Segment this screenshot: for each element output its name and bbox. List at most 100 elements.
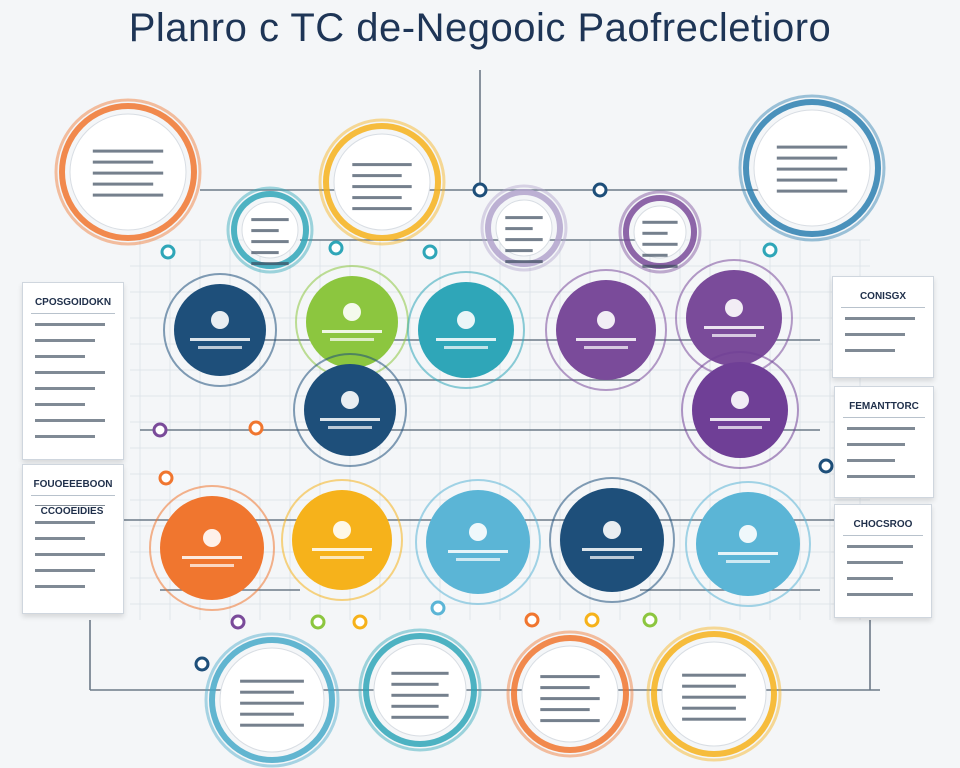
panel-text-line (35, 521, 95, 524)
right-panel-top-heading: CONISGX (841, 287, 925, 308)
note-small-lavender-text-line (505, 260, 543, 264)
right-panel-mid: FEMANTTORC (834, 386, 934, 498)
node-teal-1-outer-ring (407, 271, 525, 389)
connector-dot (248, 420, 264, 436)
node-teal-1-label-line (436, 338, 496, 341)
note-yellow-text-line (352, 196, 402, 200)
node-orange-icon (203, 529, 221, 547)
panel-text-line (845, 349, 895, 352)
node-navy-1-label-line (190, 338, 250, 341)
note-bottom-3-card (521, 645, 619, 743)
node-navy-3 (560, 488, 664, 592)
note-small-lavender-text-line (505, 238, 543, 242)
note-bottom-1-text-line (240, 690, 294, 694)
right-panel-bottom-heading: CHOCSROO (843, 515, 923, 536)
panel-text-line (845, 333, 905, 336)
node-sky-2-icon (739, 525, 757, 543)
note-yellow-text-line (352, 163, 412, 167)
note-yellow-text-line (352, 207, 412, 211)
connector-dot (230, 614, 246, 630)
left-panel-bottom-heading: FOUOEEEBOON (31, 475, 115, 496)
note-bottom-4-text-line (682, 717, 746, 721)
note-yellow-ring (323, 123, 441, 241)
node-yellow-label-line (320, 556, 364, 559)
node-green-label-line (330, 338, 374, 341)
note-orange-text-line (92, 160, 154, 164)
node-orange (160, 496, 264, 600)
node-purple-2-label-line (712, 334, 756, 337)
node-purple-1-label-line (576, 338, 636, 341)
note-small-teal-ring (226, 186, 314, 274)
left-panel-inner-label: CCOOEIDIES (30, 506, 114, 517)
node-yellow-icon (333, 521, 351, 539)
node-green (306, 276, 398, 368)
panel-text-line (35, 355, 85, 358)
note-small-teal-text-line (251, 240, 289, 244)
node-purple-3-label-line (718, 426, 762, 429)
note-bottom-2-card (373, 643, 467, 737)
note-small-lavender-text-line (505, 249, 533, 253)
connector-dot (592, 182, 608, 198)
note-bottom-3-text-line (540, 675, 600, 679)
right-panel-top: CONISGX (832, 276, 934, 378)
node-purple-3 (692, 362, 788, 458)
panel-text-line (35, 387, 95, 390)
node-purple-2-icon (725, 299, 743, 317)
panel-text-line (35, 585, 85, 588)
panel-text-line (847, 593, 913, 596)
note-small-purple-ring (618, 190, 702, 274)
note-bottom-4-text-line (682, 684, 736, 688)
panel-text-line (35, 339, 95, 342)
connector-dot (524, 612, 540, 628)
note-blue-text-line (776, 189, 848, 193)
note-blue-text-line (776, 178, 838, 182)
note-orange-text-line (92, 149, 164, 153)
node-sky-2-outer-ring (685, 481, 811, 607)
panel-text-line (35, 569, 95, 572)
note-bottom-1-card (219, 647, 325, 753)
node-navy-1 (174, 284, 266, 376)
note-bottom-3-ring (511, 635, 629, 753)
node-purple-2-label-line (704, 326, 764, 329)
node-yellow (292, 490, 392, 590)
note-yellow-text-line (352, 185, 412, 189)
note-bottom-3-text-line (540, 686, 590, 690)
note-small-purple-text-line (642, 231, 668, 235)
note-bottom-2-ring (358, 628, 482, 752)
node-yellow-label-line (312, 548, 372, 551)
connector-dot (328, 240, 344, 256)
note-bottom-1-ring (204, 632, 340, 768)
panel-text-line (847, 577, 893, 580)
connector-dot (818, 458, 834, 474)
node-teal-1-label-line (444, 346, 488, 349)
node-green-icon (343, 303, 361, 321)
connector-dot (194, 656, 210, 672)
node-navy-3-icon (603, 521, 621, 539)
note-orange-ring (54, 98, 202, 246)
node-teal-1 (418, 282, 514, 378)
node-purple-3-outer-ring (681, 351, 799, 469)
node-green-label-line (322, 330, 382, 333)
panel-text-line (35, 371, 105, 374)
node-orange-outer-ring (149, 485, 275, 611)
note-small-purple-text-line (642, 264, 678, 268)
note-bottom-3-text-line (540, 719, 600, 723)
note-small-purple-text-line (642, 242, 678, 246)
note-bottom-4-text-line (682, 695, 746, 699)
panel-text-line (845, 317, 915, 320)
panel-text-line (35, 419, 105, 422)
note-blue-text-line (776, 145, 848, 149)
note-small-purple-text-line (642, 220, 678, 224)
note-small-teal-text-line (251, 251, 279, 255)
left-panel-top: CPOSGOIDOKN (22, 282, 124, 460)
note-bottom-4-ring (646, 626, 782, 762)
node-purple-1-icon (597, 311, 615, 329)
connector-dot (762, 242, 778, 258)
note-bottom-1-text-line (240, 712, 294, 716)
connector-dot (472, 182, 488, 198)
note-small-teal-ring (231, 191, 309, 269)
note-bottom-4-text-line (682, 673, 746, 677)
node-sky (426, 490, 530, 594)
